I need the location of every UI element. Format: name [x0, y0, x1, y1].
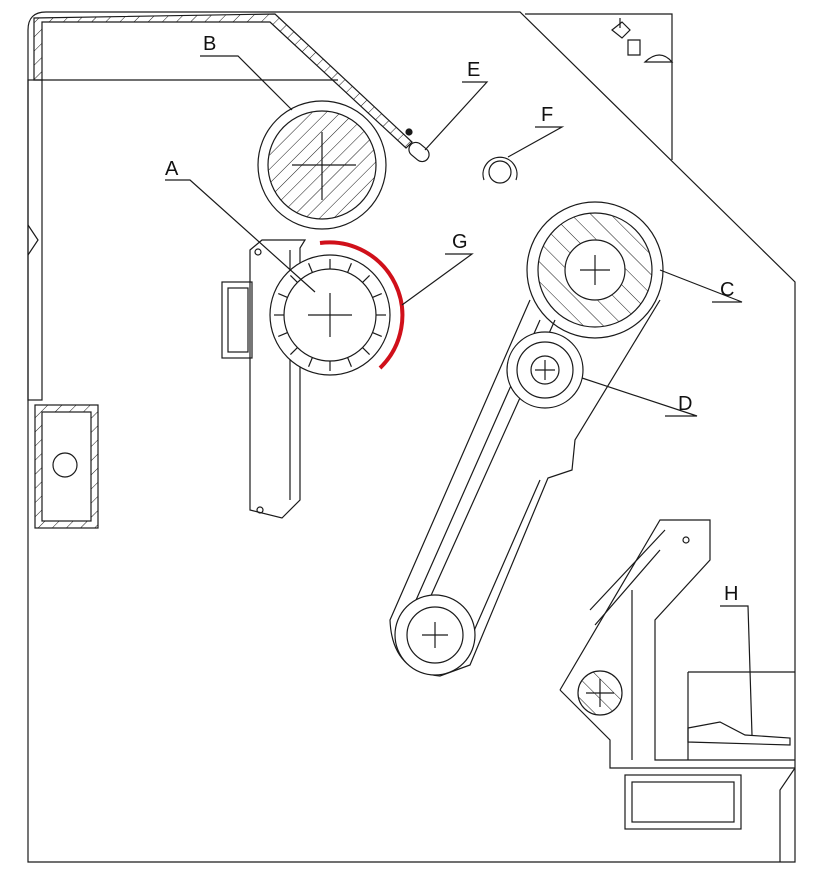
- bottom-arm-roller: [394, 594, 476, 676]
- label-a: A: [165, 158, 179, 180]
- roll-a-tooth: [372, 293, 382, 298]
- roll-a-tooth: [362, 347, 371, 356]
- label-h: H: [724, 583, 738, 605]
- roll-d: [506, 331, 584, 409]
- roll-a-tooth: [308, 357, 313, 367]
- left-wall-strip: [27, 79, 43, 401]
- part-f-fitting: [482, 156, 518, 184]
- frame-outline: [27, 11, 796, 863]
- roll-a-tooth: [289, 347, 298, 356]
- left-hatched-box: [34, 404, 99, 529]
- roll-a-tooth: [347, 263, 352, 273]
- roll-a: [269, 254, 391, 376]
- part-e-nozzle: [405, 128, 430, 163]
- roll-b: [257, 100, 387, 230]
- top-right-knobs: [611, 18, 674, 63]
- top-right-housing: [525, 13, 673, 160]
- label-d: D: [678, 393, 692, 415]
- label-b: B: [203, 33, 216, 55]
- left-wall-notch: [27, 224, 39, 256]
- roll-c: [526, 201, 664, 339]
- label-e: E: [467, 59, 480, 81]
- guard-g-red-arc: [319, 240, 405, 370]
- roll-a-tooth: [362, 274, 371, 283]
- label-g: G: [452, 231, 468, 253]
- label-c: C: [720, 279, 734, 301]
- label-f: F: [541, 104, 553, 126]
- leader-lines: [165, 55, 753, 736]
- roll-a-tooth: [289, 274, 298, 283]
- bottom-right-mechanism: [559, 519, 796, 862]
- roll-a-tooth: [372, 332, 382, 337]
- roll-a-tooth: [278, 293, 288, 298]
- roll-a-tooth: [347, 357, 352, 367]
- roll-a-tooth: [278, 332, 288, 337]
- roll-a-tooth: [308, 263, 313, 273]
